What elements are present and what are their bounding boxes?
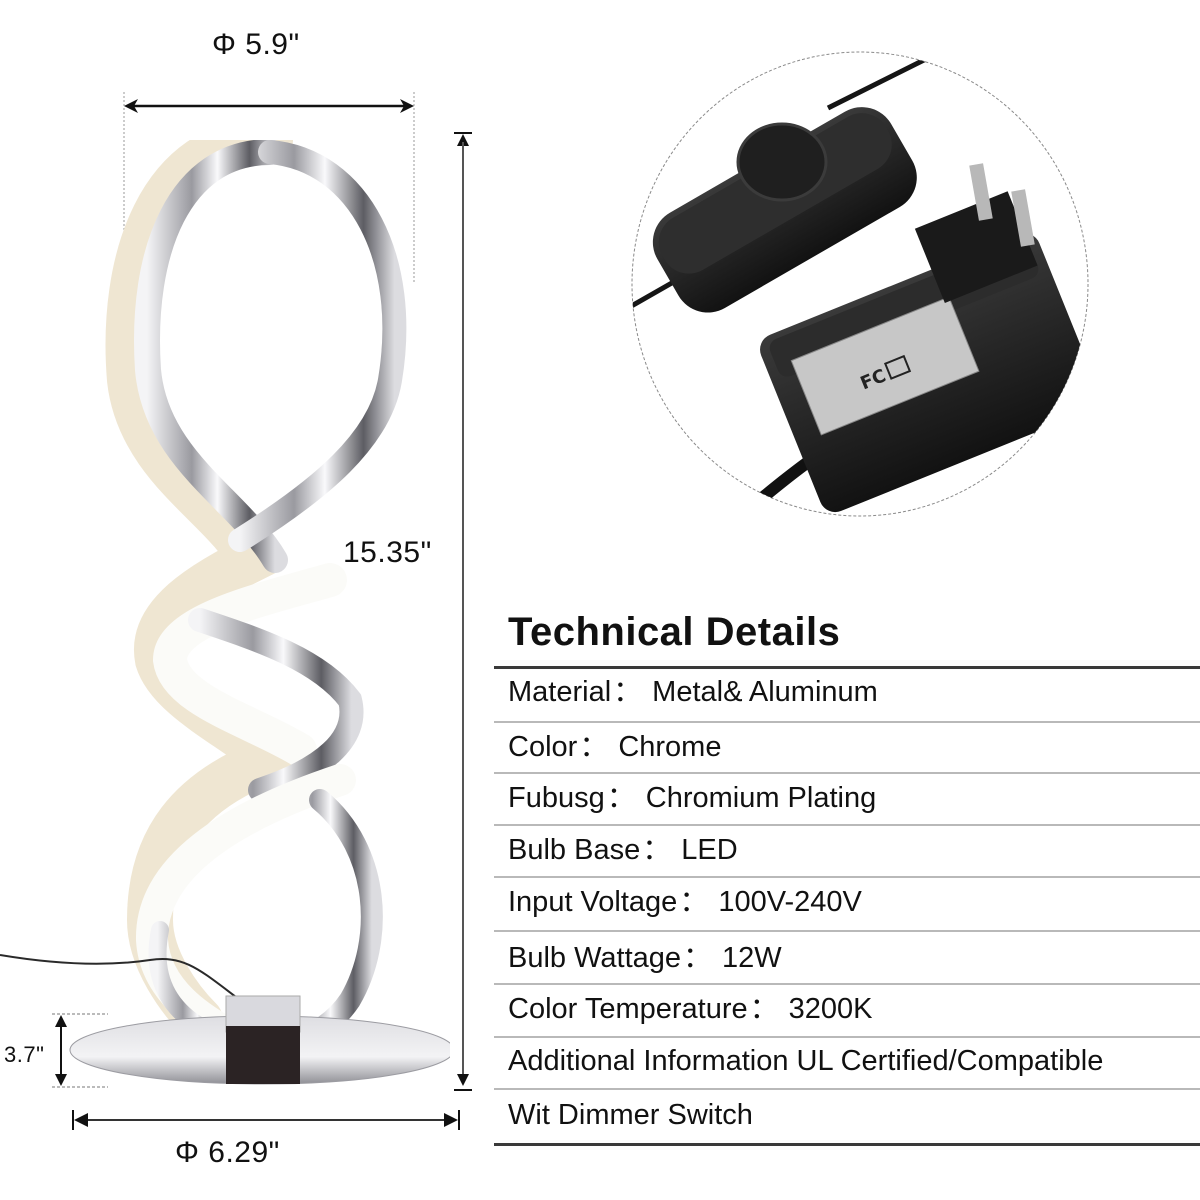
spec-label: Color Temperature (508, 993, 748, 1025)
spec-value: 100V-240V (718, 886, 862, 918)
spec-value: 12W (722, 942, 782, 974)
table-rule-top (494, 666, 1200, 669)
top-width-label: Φ 5.9" (212, 28, 300, 61)
table-rule (494, 721, 1200, 723)
spec-label: Input Voltage (508, 886, 678, 918)
table-rule (494, 772, 1200, 774)
spec-label: Color (508, 731, 578, 763)
technical-details-title: Technical Details (508, 610, 841, 654)
table-rule (494, 824, 1200, 826)
spec-label: Fubusg (508, 782, 605, 814)
spec-value: Chromium Plating (645, 782, 877, 814)
spec-label: Bulb Wattage (508, 942, 682, 974)
spiral-lamp-image (0, 140, 450, 1085)
spec-label: Bulb Base (508, 834, 641, 866)
spec-dimmer-note: Wit Dimmer Switch (508, 1099, 753, 1131)
spec-row-color: Color：Chrome (508, 731, 722, 763)
spec-row-material: Material：Metal& Aluminum (508, 676, 878, 708)
table-rule (494, 1036, 1200, 1038)
spec-row-additional-info: Additional Information UL Certified/Comp… (508, 1037, 1103, 1085)
height-arrow (454, 132, 472, 1091)
spec-row-input-voltage: Input Voltage：100V-240V (508, 886, 862, 918)
height-label: 15.35" (343, 536, 432, 569)
spec-additional-info: Additional Information UL Certified/Comp… (508, 1045, 1104, 1077)
base-width-label: Φ 6.29" (175, 1136, 280, 1169)
table-rule (494, 1088, 1200, 1090)
top-width-arrow (123, 92, 415, 282)
spec-value: Chrome (618, 731, 722, 763)
table-rule (494, 930, 1200, 932)
spec-row-dimmer: Wit Dimmer Switch (508, 1091, 753, 1139)
table-rule-bottom (494, 1143, 1200, 1146)
spec-row-bulb-wattage: Bulb Wattage：12W (508, 942, 782, 974)
base-width-arrow (72, 1110, 460, 1130)
spec-value: 3200K (788, 993, 873, 1025)
spec-value: LED (681, 834, 738, 866)
base-height-arrow (52, 1013, 108, 1088)
table-rule (494, 876, 1200, 878)
spec-label: Material (508, 676, 612, 708)
spec-value: Metal& Aluminum (652, 676, 878, 708)
adapter-dimmer-image: FC (631, 51, 1089, 517)
spec-row-bulb-base: Bulb Base：LED (508, 834, 738, 866)
base-height-label: 3.7" (4, 1042, 45, 1067)
spec-row-finish: Fubusg：Chromium Plating (508, 782, 877, 814)
spec-row-color-temperature: Color Temperature：3200K (508, 993, 873, 1025)
table-rule (494, 983, 1200, 985)
